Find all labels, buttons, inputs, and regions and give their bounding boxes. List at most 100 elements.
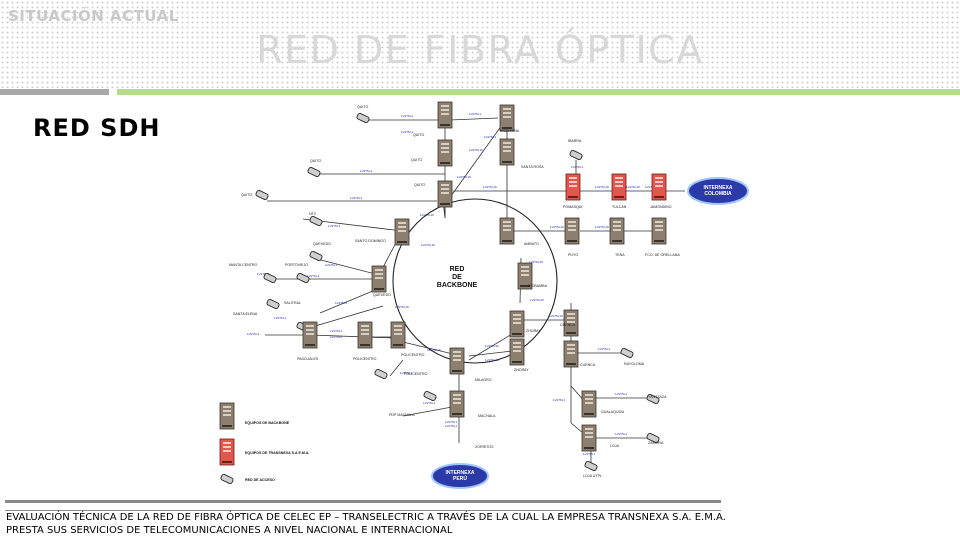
svg-text:QUITO: QUITO — [241, 193, 253, 197]
header-dot-pattern — [0, 0, 960, 88]
legend-backbone: EQUIPOS DE BACKBONE — [245, 421, 290, 425]
svg-text:JAMONDINO: JAMONDINO — [650, 205, 672, 209]
svg-text:1xSTM-1: 1xSTM-1 — [469, 112, 482, 116]
access-routers — [254, 112, 661, 472]
svg-text:1xSTM-1: 1xSTM-1 — [307, 274, 320, 278]
svg-text:MACHALA: MACHALA — [478, 414, 496, 418]
svg-text:1xSTM-16: 1xSTM-16 — [626, 185, 640, 189]
cloud-colombia: INTERNEXA COLOMBIA — [687, 177, 749, 205]
svg-text:SANTA ELENA: SANTA ELENA — [233, 312, 258, 316]
svg-text:1xSTM-1: 1xSTM-1 — [274, 316, 287, 320]
svg-text:1xSTM-1: 1xSTM-1 — [583, 452, 596, 456]
svg-text:1xSTM-1: 1xSTM-1 — [484, 135, 497, 139]
svg-text:POLICENTRO: POLICENTRO — [353, 357, 377, 361]
footer-line-2: PRESTA SUS SERVICIOS DE TELECOMUNICACION… — [6, 525, 453, 536]
footer-divider — [5, 500, 721, 511]
svg-text:1xSTM-1: 1xSTM-1 — [598, 347, 611, 351]
svg-text:TENA: TENA — [615, 253, 625, 257]
svg-text:ZHORAY: ZHORAY — [526, 329, 541, 333]
legend-access: RED DE ACCESO — [245, 478, 275, 482]
cloud-peru: INTERNEXA PERÚ — [431, 463, 489, 489]
core-label-line2: DE — [452, 274, 462, 281]
svg-text:1xSTM-4: 1xSTM-4 — [328, 224, 341, 228]
svg-text:CUENCA: CUENCA — [560, 323, 576, 327]
svg-text:MILAGRO: MILAGRO — [475, 378, 492, 382]
svg-text:1xSTM-4: 1xSTM-4 — [645, 185, 658, 189]
svg-text:1xSTM-16: 1xSTM-16 — [469, 148, 483, 152]
footer-line-1: EVALUACIÓN TÉCNICA DE LA RED DE FIBRA ÓP… — [6, 512, 726, 523]
svg-text:QUITO: QUITO — [357, 105, 369, 109]
svg-text:GUALAQUIZA: GUALAQUIZA — [601, 410, 625, 414]
svg-text:1xSTM-1: 1xSTM-1 — [257, 272, 270, 276]
node-labels: QUITO VICENTINA QUITO QUITO QUITO QUITO … — [229, 105, 680, 478]
svg-text:PDP MACHALA: PDP MACHALA — [389, 413, 415, 417]
svg-text:1xSTM-16: 1xSTM-16 — [395, 305, 409, 309]
svg-text:LOJA: LOJA — [610, 444, 620, 448]
svg-text:ZAMORA: ZAMORA — [648, 441, 664, 445]
svg-text:QUITO: QUITO — [310, 159, 322, 163]
svg-text:POLICENTRO: POLICENTRO — [404, 372, 428, 376]
svg-text:RAYOLOMA: RAYOLOMA — [624, 362, 645, 366]
svg-text:QUEVEDO: QUEVEDO — [373, 293, 391, 297]
svg-text:1xSTM-16: 1xSTM-16 — [427, 348, 441, 352]
svg-text:COLOMBIA: COLOMBIA — [704, 191, 732, 197]
svg-text:SANTO DOMINGO: SANTO DOMINGO — [355, 239, 386, 243]
svg-text:ZHORAY: ZHORAY — [514, 368, 529, 372]
svg-text:YANTZAZA: YANTZAZA — [648, 395, 667, 399]
svg-text:QUITO: QUITO — [413, 133, 425, 137]
backbone-equipment — [302, 101, 667, 452]
svg-text:POMASQUI: POMASQUI — [563, 205, 582, 209]
svg-text:QUITO: QUITO — [411, 158, 423, 162]
svg-text:PUYO: PUYO — [568, 253, 578, 257]
svg-text:1xSTM-16: 1xSTM-16 — [483, 185, 497, 189]
network-diagram: 1xSTM-1 1xSTM-1 1xSTM-1 1xSTM-1 1xSTM-16… — [219, 101, 749, 489]
svg-text:PASCUALES: PASCUALES — [297, 357, 319, 361]
svg-text:QUITO: QUITO — [414, 183, 426, 187]
svg-text:INTERNEXA: INTERNEXA — [446, 470, 475, 476]
svg-text:1xSTM-1: 1xSTM-1 — [553, 398, 566, 402]
svg-text:1xSTM-16: 1xSTM-16 — [421, 243, 435, 247]
page-title: RED DE FIBRA ÓPTICA — [256, 28, 704, 72]
svg-text:1xSTM-16: 1xSTM-16 — [485, 344, 499, 348]
svg-text:PORTOVIEJO: PORTOVIEJO — [285, 263, 308, 267]
svg-text:1xSTM-16: 1xSTM-16 — [457, 175, 471, 179]
core-label-line1: RED — [450, 266, 465, 273]
svg-text:LOJA UTPL: LOJA UTPL — [583, 474, 602, 478]
svg-text:1xSTM-4: 1xSTM-4 — [335, 301, 348, 305]
svg-text:QUEVEDO: QUEVEDO — [313, 242, 331, 246]
svg-text:1xSTM-1: 1xSTM-1 — [445, 424, 458, 428]
header-divider-green — [117, 89, 960, 95]
svg-text:1xSTM-1: 1xSTM-1 — [400, 371, 413, 375]
legend: EQUIPOS DE BACKBONE EQUIPOS DE TRANSNEXA… — [219, 402, 309, 485]
svg-text:1xSTM-4: 1xSTM-4 — [247, 332, 260, 336]
svg-text:PERÚ: PERÚ — [453, 475, 467, 482]
svg-text:1xSTM-16: 1xSTM-16 — [549, 314, 563, 318]
svg-text:POLICENTRO: POLICENTRO — [401, 353, 425, 357]
svg-text:SALITRAL: SALITRAL — [284, 301, 301, 305]
svg-text:1xSTM-16: 1xSTM-16 — [420, 213, 434, 217]
svg-text:AMBATO: AMBATO — [524, 242, 539, 246]
svg-text:MANTA CENTRO: MANTA CENTRO — [229, 263, 257, 267]
svg-text:1xSTM-16: 1xSTM-16 — [595, 225, 609, 229]
svg-text:1xSTM-1: 1xSTM-1 — [350, 196, 363, 200]
svg-text:1xSTM-4: 1xSTM-4 — [330, 335, 343, 339]
svg-text:1xSTM-16: 1xSTM-16 — [530, 298, 544, 302]
footer-caption: EVALUACIÓN TÉCNICA DE LA RED DE FIBRA ÓP… — [6, 511, 746, 537]
svg-text:1xSTM-1: 1xSTM-1 — [401, 114, 414, 118]
svg-text:1xSTM-1: 1xSTM-1 — [401, 130, 414, 134]
svg-text:RIOBAMBA: RIOBAMBA — [528, 284, 548, 288]
svg-text:1xSTM-4: 1xSTM-4 — [360, 169, 373, 173]
slide-subtitle: RED SDH — [33, 114, 161, 142]
svg-text:1xSTM-1: 1xSTM-1 — [423, 401, 436, 405]
svg-text:1xSTM-16: 1xSTM-16 — [485, 358, 499, 362]
header-divider-gray — [0, 89, 109, 95]
svg-text:ZORRITOS: ZORRITOS — [475, 445, 494, 449]
svg-text:IBARRA: IBARRA — [568, 139, 582, 143]
svg-text:1xSTM-16: 1xSTM-16 — [595, 185, 609, 189]
svg-text:1xSTM-16: 1xSTM-16 — [550, 225, 564, 229]
svg-text:NTV: NTV — [309, 212, 317, 216]
svg-text:CUENCA: CUENCA — [580, 363, 596, 367]
svg-text:SANTA ROSA: SANTA ROSA — [521, 165, 544, 169]
svg-text:FCO. DE ORELLANA: FCO. DE ORELLANA — [645, 253, 680, 257]
svg-text:1xSTM-1: 1xSTM-1 — [615, 392, 628, 396]
